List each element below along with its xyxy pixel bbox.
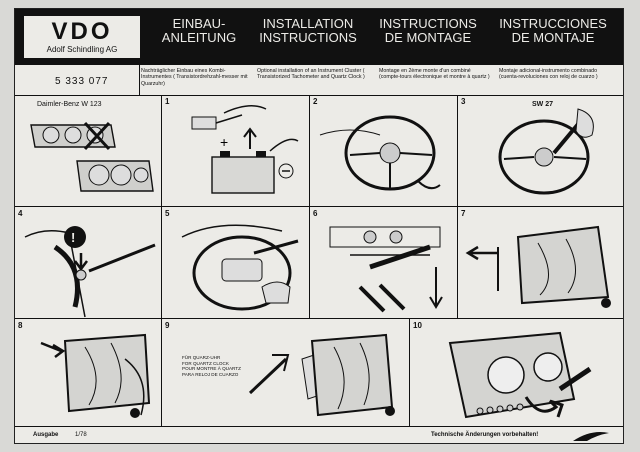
description-spanish: Montaje adicional-instrumento combinado … <box>499 68 598 81</box>
screwdriver-illustration: ! <box>24 226 156 318</box>
step-number: 7 <box>461 209 466 218</box>
edition-number: 1/78 <box>75 432 87 438</box>
vdo-logo: VDO Adolf Schindling AG <box>23 15 141 59</box>
header-spanish: INSTRUCCIONES DE MONTAJE <box>499 16 607 45</box>
panel-step-10: 10 <box>410 319 623 427</box>
edition-label: Ausgabe <box>33 432 59 438</box>
vehicle-label: Daimler-Benz W 123 <box>37 101 102 108</box>
step-number: 2 <box>313 97 318 106</box>
panel-step-7: 7 <box>458 207 623 319</box>
step-number: 1 <box>165 97 170 106</box>
instruction-sheet: VDO Adolf Schindling AG EINBAU- ANLEITUN… <box>14 8 624 444</box>
cluster-access-illustration <box>181 224 299 311</box>
svg-text:+: + <box>220 134 228 150</box>
svg-text:!: ! <box>71 230 75 245</box>
step-number: 6 <box>313 209 318 218</box>
new-cluster-installation-illustration <box>448 331 592 419</box>
company-name: Adolf Schindling AG <box>46 45 118 54</box>
cluster-disconnect-illustration <box>40 333 151 418</box>
panel-step-5: 5 <box>162 207 310 319</box>
wrench-size-label: SW 27 <box>532 101 554 108</box>
description-german: Nachträglicher Einbau eines Kombi-Instru… <box>141 68 248 87</box>
panel-step-6: 6 <box>310 207 458 319</box>
quartz-clock-note: FÜR QUARZ-UHR FOR QUARTZ CLOCK POUR MONT… <box>182 355 241 377</box>
step-number: 3 <box>461 97 466 106</box>
cluster-pull-illustration <box>465 225 611 308</box>
step-number: 10 <box>413 321 422 330</box>
steering-wheel-removal-illustration <box>498 108 594 195</box>
panel-step-8: 8 <box>15 319 162 427</box>
vdo-swoosh-icon <box>573 432 609 441</box>
header-french: INSTRUCTIONS DE MONTAGE <box>379 16 477 45</box>
panel-step-3: 3 SW 27 <box>458 95 623 207</box>
steering-wheel-illustration <box>319 115 441 191</box>
panel-step-9: 9 FÜR QUARZ-UHR FOR QUARTZ CLOCK POUR MO… <box>162 319 410 427</box>
panel-step-2: 2 <box>310 95 458 207</box>
step-number: 5 <box>165 209 170 218</box>
step-number: 4 <box>18 209 23 218</box>
panel-step-4: 4 ! <box>15 207 162 319</box>
description-row: 5 333 077 Nachträglicher Einbau eines Ko… <box>15 65 623 96</box>
header-german: EINBAU- ANLEITUNG <box>161 16 237 45</box>
disclaimer: Technische Änderungen vorbehalten! <box>431 432 539 438</box>
footer: Ausgabe 1/78 Technische Änderungen vorbe… <box>15 427 623 443</box>
header-bar: VDO Adolf Schindling AG EINBAU- ANLEITUN… <box>15 9 623 65</box>
header-english: INSTALLATION INSTRUCTIONS <box>259 16 357 45</box>
part-number: 5 333 077 <box>55 76 109 87</box>
step-number: 9 <box>165 321 170 330</box>
wiring-illustration <box>248 333 395 417</box>
dash-panel-removal-illustration <box>329 226 443 313</box>
logo-text: VDO <box>51 18 113 45</box>
description-english: Optional installation of an Instrument C… <box>257 68 365 81</box>
step-number: 8 <box>18 321 23 330</box>
battery-illustration: + <box>191 105 299 194</box>
panel-step-1: 1 + <box>162 95 310 207</box>
instrument-cluster-illustration <box>30 121 154 192</box>
panel-vehicle: Daimler-Benz W 123 <box>15 95 162 207</box>
description-french: Montage en 2ème monte d'un combiné (comp… <box>379 68 490 81</box>
